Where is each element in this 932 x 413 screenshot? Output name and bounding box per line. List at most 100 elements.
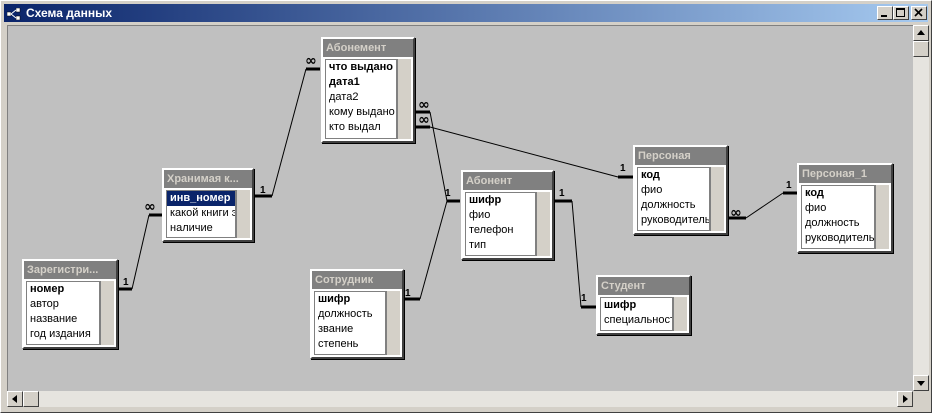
scroll-right-button[interactable]	[897, 391, 913, 407]
table-abonement[interactable]: Абонемент что выдано дата1 дата2 кому вы…	[321, 37, 415, 143]
field-item[interactable]: что выдано	[329, 61, 394, 73]
cardinality-many: ∞	[418, 112, 430, 128]
table-sotrudnik[interactable]: Сотрудник шифр должность звание степень	[310, 269, 404, 359]
field-item[interactable]: название	[30, 313, 78, 325]
field-list-scrollbar[interactable]	[673, 297, 687, 331]
vertical-scrollbar[interactable]	[913, 25, 929, 391]
table-personal[interactable]: Персоная код фио должность руководитель	[633, 145, 728, 235]
field-item[interactable]: тип	[469, 239, 487, 251]
field-item[interactable]: код	[641, 169, 660, 181]
field-item[interactable]: код	[805, 187, 824, 199]
cardinality-many: ∞	[144, 199, 156, 215]
relationship-line[interactable]	[429, 126, 619, 178]
table-student[interactable]: Студент шифр специальность	[596, 275, 691, 335]
field-item[interactable]: должность	[318, 308, 373, 320]
field-item[interactable]: шифр	[604, 299, 637, 311]
title-bar[interactable]: Схема данных	[4, 4, 928, 22]
field-item[interactable]: фио	[641, 184, 663, 196]
horizontal-scrollbar[interactable]	[7, 391, 913, 407]
field-item[interactable]: дата1	[329, 76, 360, 88]
table-hranimaya[interactable]: Хранимая к... инв_номер какой книги экз …	[162, 168, 254, 242]
field-item[interactable]: какой книги экз	[170, 207, 235, 219]
table-title[interactable]: Персоная	[635, 147, 726, 165]
scroll-up-button[interactable]	[913, 25, 929, 41]
field-item[interactable]: звание	[318, 323, 354, 335]
field-item[interactable]: кто выдал	[329, 121, 381, 133]
scroll-left-button[interactable]	[7, 391, 23, 407]
field-list[interactable]: что выдано дата1 дата2 кому выдано кто в…	[325, 59, 397, 139]
table-title[interactable]: Хранимая к...	[164, 170, 252, 188]
relationship-line[interactable]	[745, 192, 784, 219]
field-item[interactable]: номер	[30, 283, 65, 295]
field-list[interactable]: инв_номер какой книги экз наличие	[166, 190, 236, 238]
field-item[interactable]: степень	[318, 338, 359, 350]
field-item[interactable]: фио	[469, 209, 491, 221]
table-title[interactable]: Зарегистри...	[24, 261, 116, 279]
table-title[interactable]: Абонемент	[323, 39, 413, 57]
arrow-down-icon	[917, 381, 925, 386]
relationship-line[interactable]	[429, 111, 448, 202]
field-item[interactable]: шифр	[318, 293, 351, 305]
field-item[interactable]: дата2	[329, 91, 359, 103]
relationship-line[interactable]	[419, 200, 448, 300]
vertical-scroll-thumb[interactable]	[913, 41, 929, 57]
cardinality-one: 1	[581, 293, 587, 304]
relationship-line[interactable]	[571, 200, 582, 308]
close-icon	[914, 8, 923, 17]
field-list-scrollbar[interactable]	[875, 185, 889, 249]
table-title[interactable]: Персоная_1	[799, 165, 891, 183]
cardinality-one: 1	[445, 188, 451, 199]
table-title[interactable]: Сотрудник	[312, 271, 402, 289]
field-list[interactable]: шифр специальность	[600, 297, 673, 331]
field-list-scrollbar[interactable]	[386, 291, 400, 355]
field-item[interactable]: должность	[641, 199, 696, 211]
field-item[interactable]: фио	[805, 202, 827, 214]
relationship-line[interactable]	[271, 68, 307, 197]
cardinality-one: 1	[620, 163, 626, 174]
field-item[interactable]: кому выдано	[329, 106, 395, 118]
table-title[interactable]: Абонент	[463, 172, 552, 190]
cardinality-one: 1	[405, 288, 411, 299]
field-item[interactable]: должность	[805, 217, 860, 229]
field-item[interactable]: специальность	[604, 314, 672, 326]
cardinality-many: ∞	[418, 97, 430, 113]
cardinality-one: 1	[559, 188, 565, 199]
cardinality-one: 1	[123, 277, 129, 288]
field-list-scrollbar[interactable]	[397, 59, 411, 139]
diagram-canvas[interactable]: 1 ∞ 1 ∞ ∞ ∞ 1 1 1 1 1 ∞ 1 Зарегистри... …	[7, 25, 913, 391]
horizontal-scroll-thumb[interactable]	[23, 391, 39, 407]
table-title[interactable]: Студент	[598, 277, 689, 295]
field-list[interactable]: шифр фио телефон тип	[465, 192, 536, 256]
table-abonent[interactable]: Абонент шифр фио телефон тип	[461, 170, 554, 260]
cardinality-one: 1	[260, 185, 266, 196]
field-item[interactable]: автор	[30, 298, 59, 310]
field-list[interactable]: код фио должность руководитель	[801, 185, 875, 249]
field-list-scrollbar[interactable]	[236, 190, 250, 238]
minimize-button[interactable]	[877, 6, 893, 20]
field-item[interactable]: телефон	[469, 224, 514, 236]
field-list[interactable]: код фио должность руководитель	[637, 167, 710, 231]
field-item[interactable]: шифр	[469, 194, 502, 206]
maximize-icon	[896, 8, 905, 17]
field-item[interactable]: руководитель	[641, 214, 710, 226]
field-item[interactable]: наличие	[170, 222, 213, 234]
scroll-down-button[interactable]	[913, 375, 929, 391]
field-item[interactable]: руководитель	[805, 232, 875, 244]
arrow-right-icon	[903, 395, 908, 403]
relationship-line[interactable]	[131, 214, 150, 290]
table-zaregistr[interactable]: Зарегистри... номер автор название год и…	[22, 259, 118, 349]
field-item[interactable]: год издания	[30, 328, 91, 340]
relationships-icon	[6, 7, 21, 21]
field-list[interactable]: номер автор название год издания	[26, 281, 100, 345]
field-list-scrollbar[interactable]	[536, 192, 550, 256]
arrow-left-icon	[12, 395, 17, 403]
field-list-scrollbar[interactable]	[710, 167, 724, 231]
field-list-scrollbar[interactable]	[100, 281, 114, 345]
maximize-button[interactable]	[893, 6, 909, 20]
relationship-lines	[118, 67, 798, 309]
close-button[interactable]	[911, 6, 927, 20]
field-list[interactable]: шифр должность звание степень	[314, 291, 386, 355]
minimize-icon	[881, 15, 887, 17]
field-item-selected[interactable]: инв_номер	[167, 191, 235, 206]
table-personal-1[interactable]: Персоная_1 код фио должность руководител…	[797, 163, 893, 253]
